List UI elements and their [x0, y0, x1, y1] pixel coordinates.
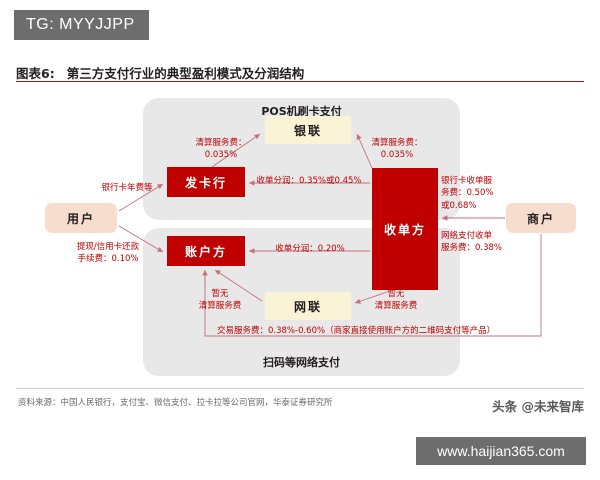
flow-arrows — [118, 133, 542, 337]
watermark-toutiao: 头条 @未来智库 — [492, 399, 584, 414]
label-no-clearing-fee-left: 暂无清算服务费 — [198, 289, 242, 312]
label-no-clearing-fee-right: 暂无清算服务费 — [374, 289, 418, 312]
page-title: 图表6: 第三方支付行业的典型盈利模式及分润结构 — [16, 63, 584, 82]
label-network-acquiring-fee: 网络支付收单服务费：0.38% — [441, 231, 503, 254]
label-acquiring-split-network: 收单分润：0.20% — [275, 244, 345, 254]
footer-divider — [16, 388, 584, 389]
node-nets-union[interactable]: 网联 — [265, 292, 351, 320]
node-user[interactable]: 用户 — [45, 203, 117, 233]
label-clearing-fee-left: 清算服务费：0.035% — [195, 138, 247, 161]
node-account-provider[interactable]: 账户方 — [167, 236, 245, 266]
label-withdraw-repayment-fee: 提现/信用卡还款手续费：0.10% — [76, 242, 140, 265]
payment-flow-diagram: POS机刷卡支付 扫码等网络支付 银联 发卡行 收单方 账户方 网联 用户 商户… — [0, 88, 600, 388]
label-acquiring-split-pos: 收单分润：0.35%或0.45% — [256, 176, 362, 186]
node-issuing-bank[interactable]: 发卡行 — [167, 167, 245, 197]
label-transaction-service-fee: 交易服务费：0.38%-0.60%（商家直接使用账户方的二维码支付等产品） — [217, 326, 496, 336]
watermark-website: www.haijian365.com — [416, 437, 586, 465]
node-acquirer[interactable]: 收单方 — [372, 168, 438, 290]
node-merchant[interactable]: 商户 — [506, 203, 576, 233]
panel-title-pos: POS机刷卡支付 — [261, 105, 342, 118]
label-clearing-fee-right: 清算服务费：0.035% — [371, 138, 423, 161]
source-note: 资料来源：中国人民银行，支付宝、微信支付、拉卡拉等公司官网，华泰证券研究所 — [18, 398, 333, 408]
panel-title-network: 扫码等网络支付 — [263, 356, 340, 369]
figure-number: 图表6: — [16, 66, 55, 81]
title-divider — [16, 81, 584, 82]
label-annual-card-fee: 银行卡年费等 — [101, 183, 153, 193]
label-bank-card-acquiring-fee: 银行卡收单服务费：0.50%或0.68% — [441, 176, 494, 211]
figure-title-text: 第三方支付行业的典型盈利模式及分润结构 — [66, 66, 305, 81]
tg-badge: TG: MYYJJPP — [14, 10, 149, 41]
node-unionpay[interactable]: 银联 — [265, 116, 351, 144]
